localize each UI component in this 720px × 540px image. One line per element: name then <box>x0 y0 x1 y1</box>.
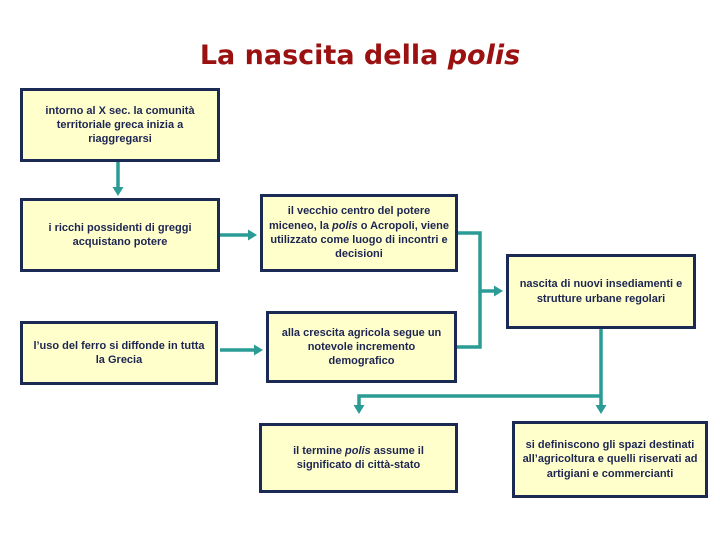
box-nascita-insediamenti-text: nascita di nuovi insediamenti e struttur… <box>519 278 683 305</box>
box-uso-del-ferro-text: l’uso del ferro si diffonde in tutta la … <box>33 339 205 366</box>
arrow-crescita-to-nascita <box>457 291 482 349</box>
box-crescita-agricola-text: alla crescita agricola segue un notevole… <box>281 326 442 368</box>
box-comunita-territoriale-text: intorno al X sec. la comunità territoria… <box>45 104 195 146</box>
box-termine-polis-italic-word: polis <box>345 444 371 457</box>
arrow-nascita-to-definizione <box>595 329 607 414</box>
box-uso-del-ferro: l’uso del ferro si diffonde in tutta la … <box>20 321 218 385</box>
box-termine-polis: il termine polis assume il significato d… <box>259 423 458 493</box>
box-termine-polis-text-after: assume il significato di città-stato <box>296 444 424 471</box>
slide-title: La nascita della polis <box>0 40 720 71</box>
arrow-nascita-to-termine <box>353 394 601 414</box>
slide-title-text: La nascita della <box>199 40 448 71</box>
slide-title-italic-word: polis <box>447 40 521 71</box>
box-vecchio-centro-potere-italic-word: polis <box>332 219 358 232</box>
box-crescita-agricola: alla crescita agricola segue un notevole… <box>266 311 457 383</box>
arrow-ferro-to-crescita <box>220 344 263 356</box>
box-vecchio-centro-potere: il vecchio centro del potere miceneo, la… <box>260 194 458 272</box>
box-termine-polis-text: il termine <box>293 444 346 457</box>
box-vecchio-centro-potere-text: il vecchio centro del potere miceneo, la <box>269 205 431 232</box>
box-ricchi-possidenti: i ricchi possidenti di greggi acquistano… <box>20 198 220 272</box>
box-nascita-insediamenti: nascita di nuovi insediamenti e struttur… <box>506 254 696 329</box>
box-comunita-territoriale: intorno al X sec. la comunità territoria… <box>20 88 220 162</box>
arrow-vecchio-centro-to-nascita <box>458 231 503 297</box>
box-definizione-spazi-text: si definiscono gli spazi destinati all’a… <box>522 439 698 480</box>
box-vecchio-centro-potere-text-after: o Acropoli, viene utilizzato come luogo … <box>270 219 449 261</box>
arrow-comunita-to-ricchi <box>112 162 124 196</box>
box-ricchi-possidenti-text: i ricchi possidenti di greggi acquistano… <box>48 221 192 248</box>
box-definizione-spazi: si definiscono gli spazi destinati all’a… <box>512 421 708 498</box>
arrow-ricchi-to-vecchio-centro <box>220 229 257 241</box>
